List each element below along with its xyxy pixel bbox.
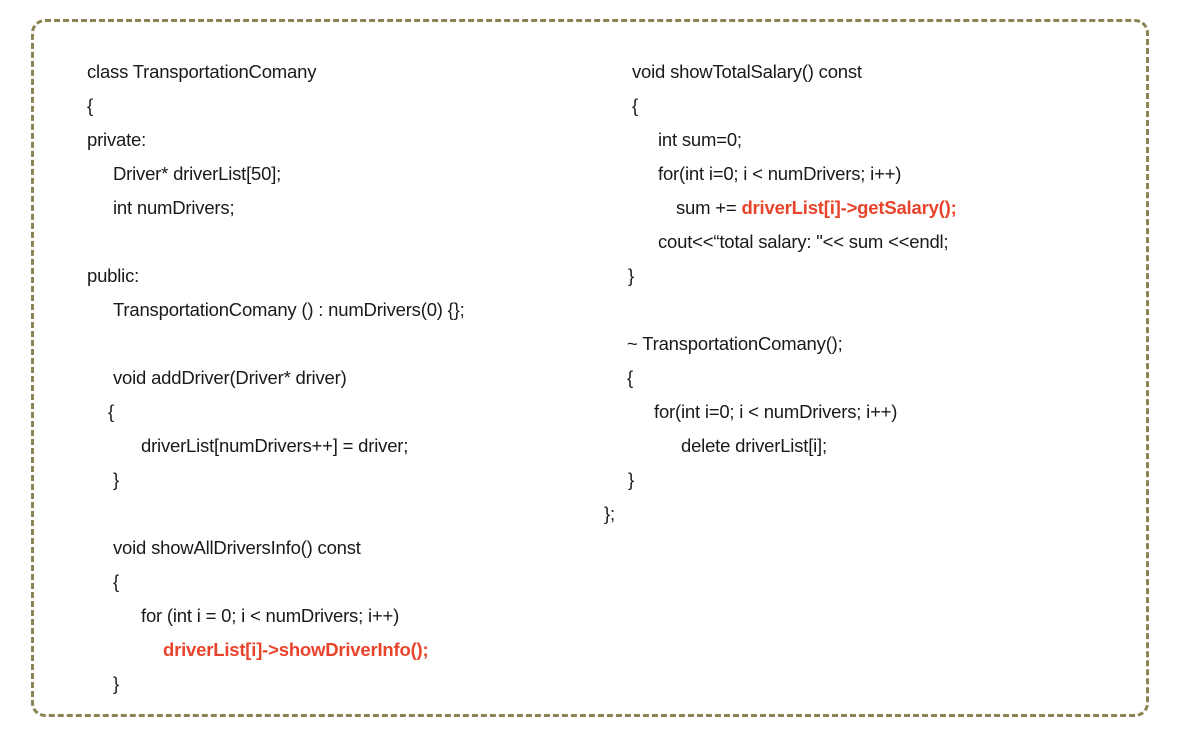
code-line: for (int i = 0; i < numDrivers; i++) <box>141 605 400 626</box>
code-line: } <box>628 469 634 490</box>
code-line: public: <box>87 265 140 286</box>
code-line: } <box>113 469 119 490</box>
highlighted-code: driverList[i]->getSalary(); <box>741 197 957 218</box>
code-line: void showAllDriversInfo() const <box>113 537 361 558</box>
code-line: { <box>108 401 114 422</box>
code-line: for(int i=0; i < numDrivers; i++) <box>654 401 898 422</box>
code-line: delete driverList[i]; <box>681 435 827 456</box>
highlighted-code: driverList[i]->showDriverInfo(); <box>163 639 429 660</box>
code-line-highlighted: driverList[i]->showDriverInfo(); <box>163 638 429 662</box>
code-line: driverList[numDrivers++] = driver; <box>141 435 409 456</box>
code-line: for(int i=0; i < numDrivers; i++) <box>658 163 902 184</box>
code-line: void showTotalSalary() const <box>632 61 862 82</box>
code-line: { <box>113 571 119 592</box>
code-line: private: <box>87 129 147 150</box>
code-line: }; <box>604 503 615 524</box>
code-line: TransportationComany () : numDrivers(0) … <box>113 299 465 320</box>
code-line: { <box>632 95 638 116</box>
code-line: } <box>113 673 119 694</box>
code-line: Driver* driverList[50]; <box>113 163 282 184</box>
code-line: } <box>628 265 634 286</box>
code-line: int numDrivers; <box>113 197 235 218</box>
code-line: void addDriver(Driver* driver) <box>113 367 347 388</box>
code-line: { <box>87 95 93 116</box>
code-line: class TransportationComany <box>87 61 317 82</box>
code-frame <box>31 19 1149 717</box>
code-line: ~ TransportationComany(); <box>627 333 843 354</box>
code-line: cout<<“total salary: "<< sum <<endl; <box>658 231 949 252</box>
code-line: int sum=0; <box>658 129 742 150</box>
code-line-highlighted: sum += driverList[i]->getSalary(); <box>676 197 957 218</box>
code-line: { <box>627 367 633 388</box>
